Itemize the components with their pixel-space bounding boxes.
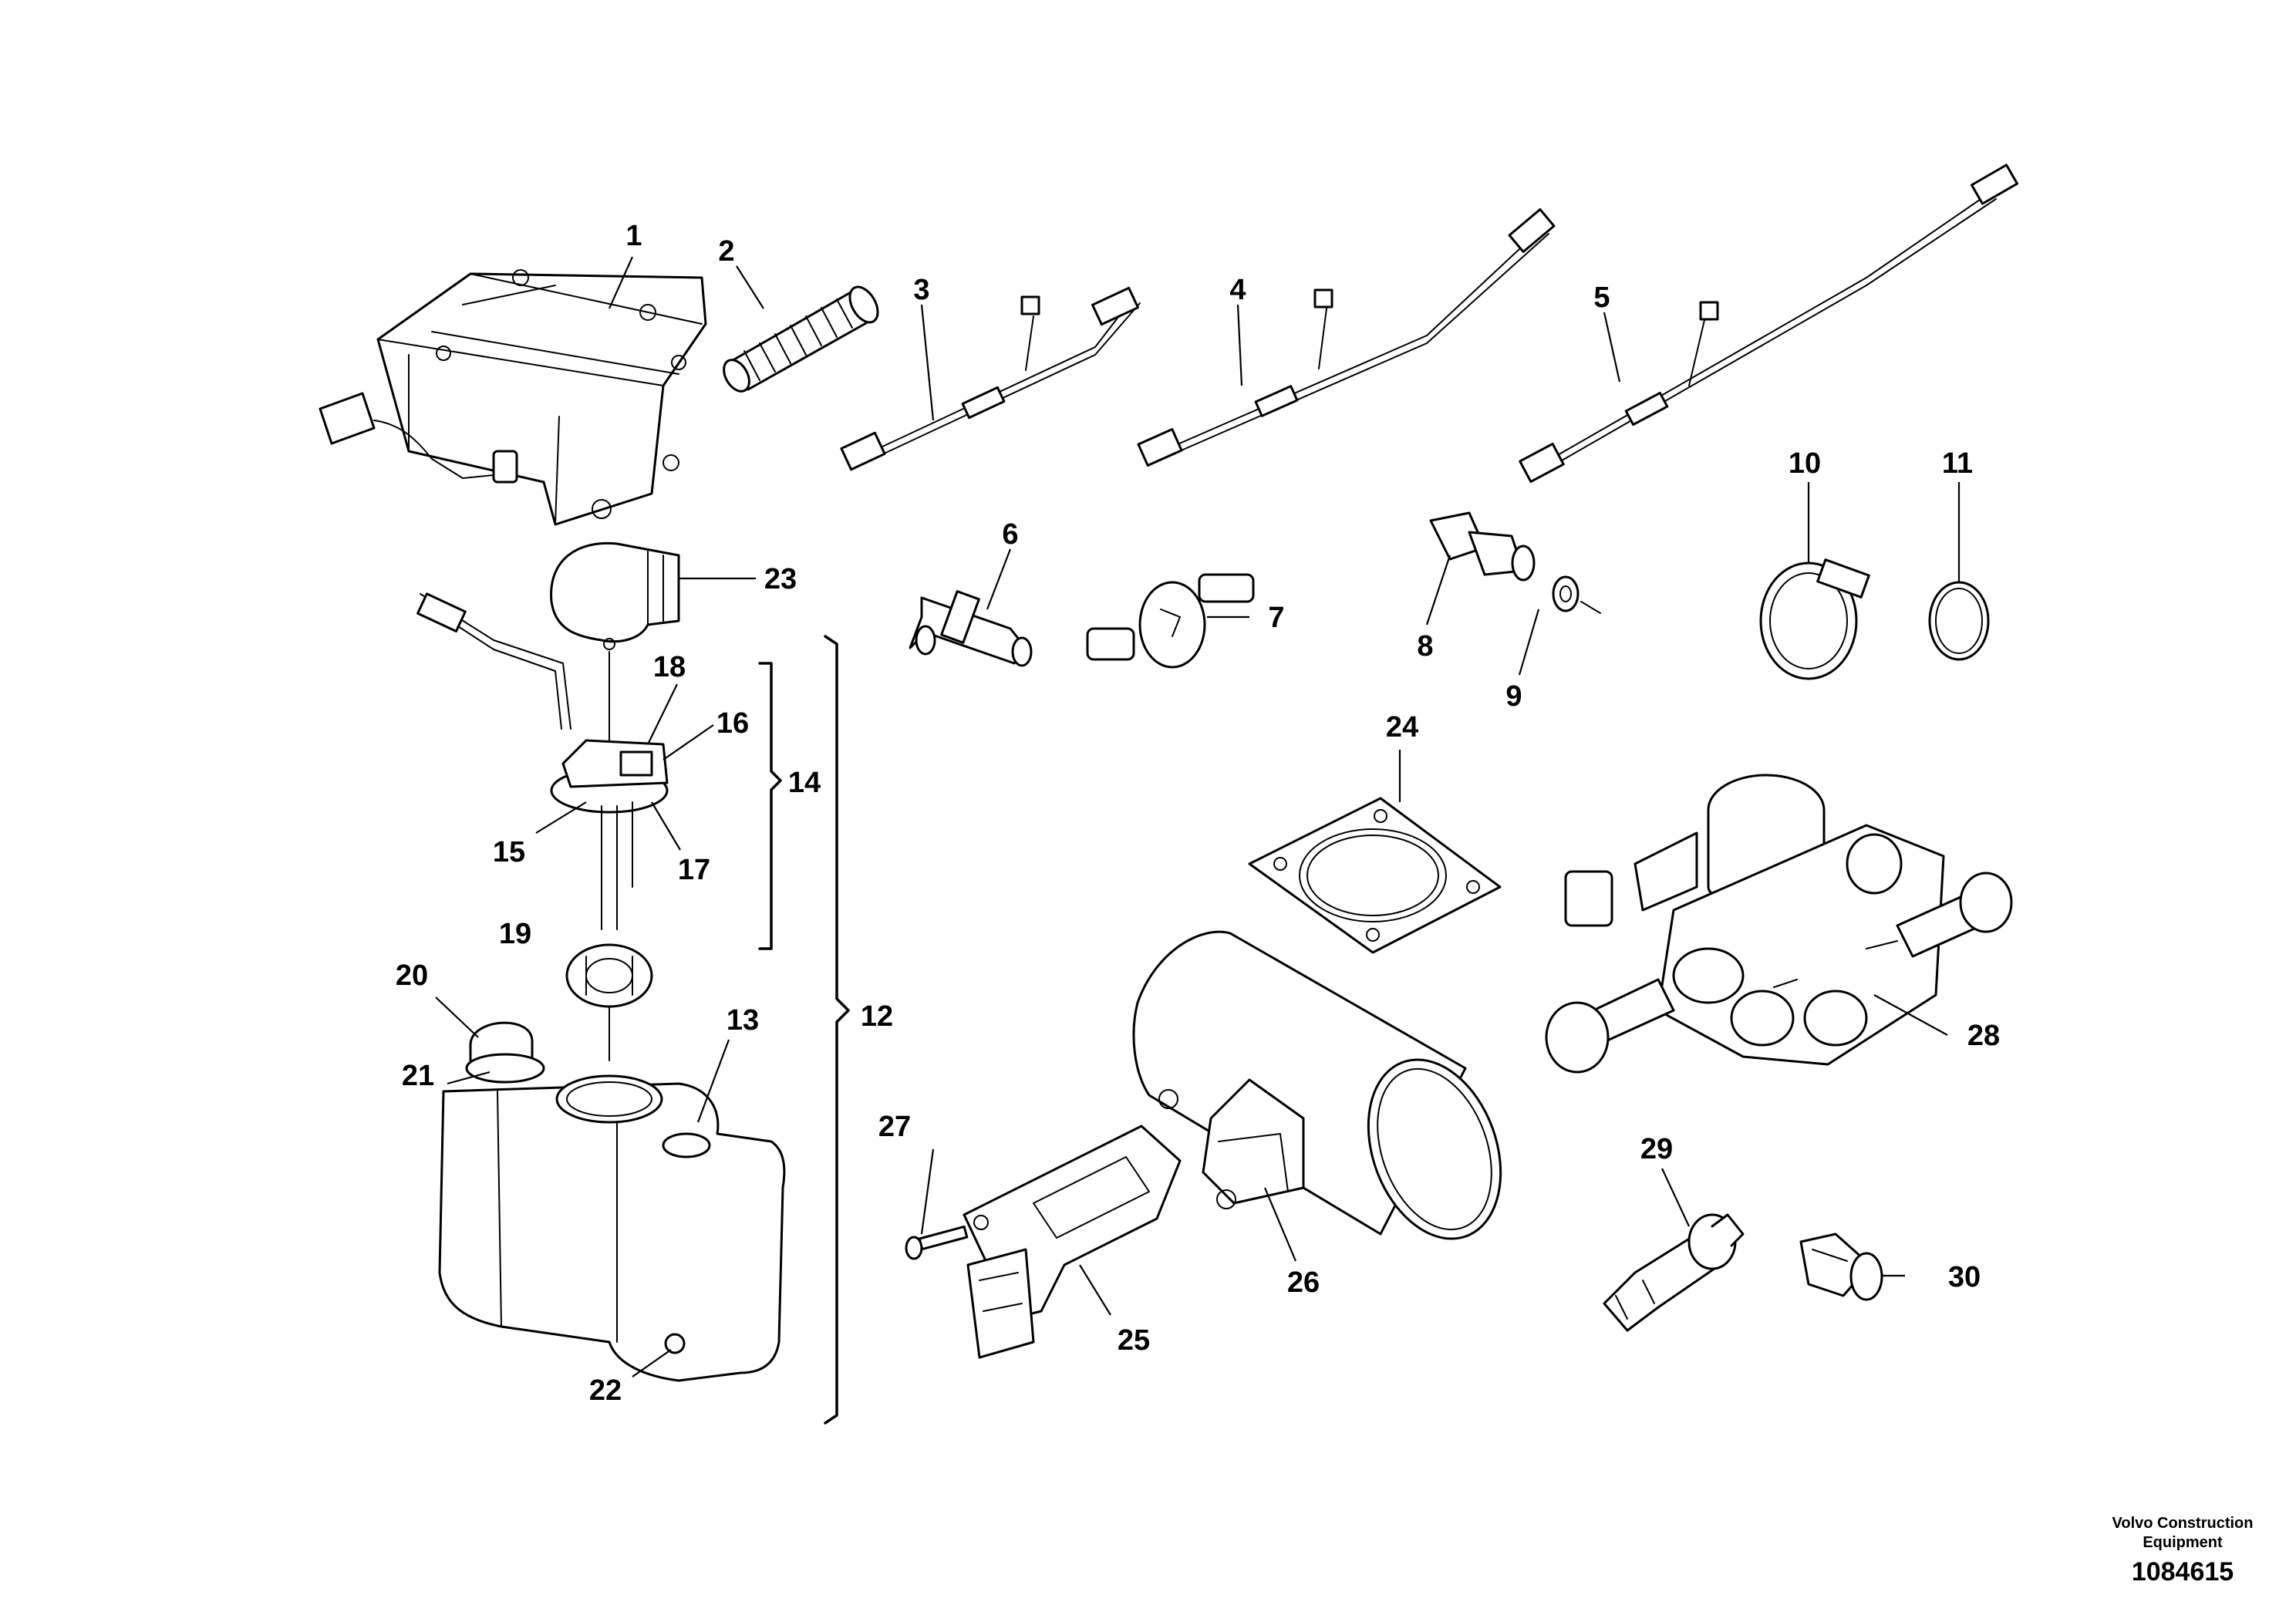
- part-27-screw[interactable]: [905, 1225, 969, 1260]
- callout-16[interactable]: 16: [716, 707, 749, 740]
- brace-12: [824, 635, 850, 1425]
- callout-2[interactable]: 2: [718, 235, 734, 268]
- callout-14[interactable]: 14: [788, 767, 821, 799]
- callout-25[interactable]: 25: [1118, 1324, 1150, 1357]
- callout-18[interactable]: 18: [653, 651, 686, 683]
- part-24-gasket[interactable]: [1248, 797, 1502, 954]
- part-30-fitting[interactable]: [1799, 1233, 1883, 1301]
- brace-14: [758, 662, 782, 950]
- callout-11[interactable]: 11: [1942, 447, 1973, 480]
- part-29-pressure-sensor[interactable]: [1603, 1213, 1745, 1332]
- part-9-washer[interactable]: [1552, 575, 1601, 614]
- callout-21[interactable]: 21: [402, 1060, 434, 1092]
- part-1-control-unit[interactable]: [319, 269, 707, 526]
- callout-26[interactable]: 26: [1287, 1266, 1320, 1299]
- callout-labels: 1 2 3 4 5 6 7 8 9 10 11 12 13 14 15 16 1…: [396, 220, 2000, 1407]
- leader-lines: [435, 256, 1961, 1378]
- callout-29[interactable]: 29: [1640, 1133, 1673, 1165]
- part-7-check-valve[interactable]: [1086, 573, 1255, 669]
- callout-10[interactable]: 10: [1789, 447, 1821, 480]
- part-26-cylinder[interactable]: [1132, 930, 1524, 1257]
- part-2-sleeve[interactable]: [719, 282, 884, 396]
- callout-1[interactable]: 1: [625, 220, 642, 252]
- callout-15[interactable]: 15: [493, 836, 525, 868]
- callout-23[interactable]: 23: [764, 563, 797, 595]
- part-6-tee-connector[interactable]: [909, 590, 1033, 667]
- part-25-sensor[interactable]: [963, 1125, 1182, 1359]
- part-5-harness[interactable]: [1519, 164, 2019, 484]
- sensor-assembly[interactable]: [416, 592, 669, 1061]
- callout-17[interactable]: 17: [678, 854, 710, 886]
- callout-9[interactable]: 9: [1505, 680, 1522, 713]
- part-23-elbow[interactable]: [550, 541, 680, 650]
- callout-3[interactable]: 3: [913, 274, 929, 306]
- callout-24[interactable]: 24: [1386, 711, 1418, 744]
- callout-7[interactable]: 7: [1268, 602, 1284, 634]
- callout-8[interactable]: 8: [1417, 630, 1433, 663]
- callout-30[interactable]: 30: [1948, 1261, 1981, 1293]
- part-11-o-ring[interactable]: [1928, 581, 1990, 661]
- part-10-clamp[interactable]: [1759, 558, 1870, 680]
- callout-20[interactable]: 20: [396, 959, 428, 992]
- callout-27[interactable]: 27: [878, 1111, 911, 1143]
- part-3-harness[interactable]: [840, 286, 1141, 471]
- callout-4[interactable]: 4: [1229, 274, 1246, 306]
- callout-19[interactable]: 19: [499, 918, 531, 950]
- callout-22[interactable]: 22: [589, 1374, 622, 1407]
- callout-5[interactable]: 5: [1593, 282, 1610, 314]
- footer-drawing-number: 1084615: [2131, 1557, 2234, 1587]
- part-4-harness[interactable]: [1137, 208, 1556, 467]
- callout-28[interactable]: 28: [1967, 1020, 2000, 1052]
- part-8-fitting[interactable]: [1429, 511, 1536, 582]
- part-28-valve[interactable]: [1545, 774, 2013, 1074]
- callout-6[interactable]: 6: [1002, 518, 1018, 551]
- footer-company: Volvo Construction Equipment: [2112, 1515, 2254, 1551]
- part-13-tank[interactable]: [438, 1021, 786, 1382]
- callout-12[interactable]: 12: [861, 1000, 893, 1033]
- callout-13[interactable]: 13: [727, 1004, 759, 1037]
